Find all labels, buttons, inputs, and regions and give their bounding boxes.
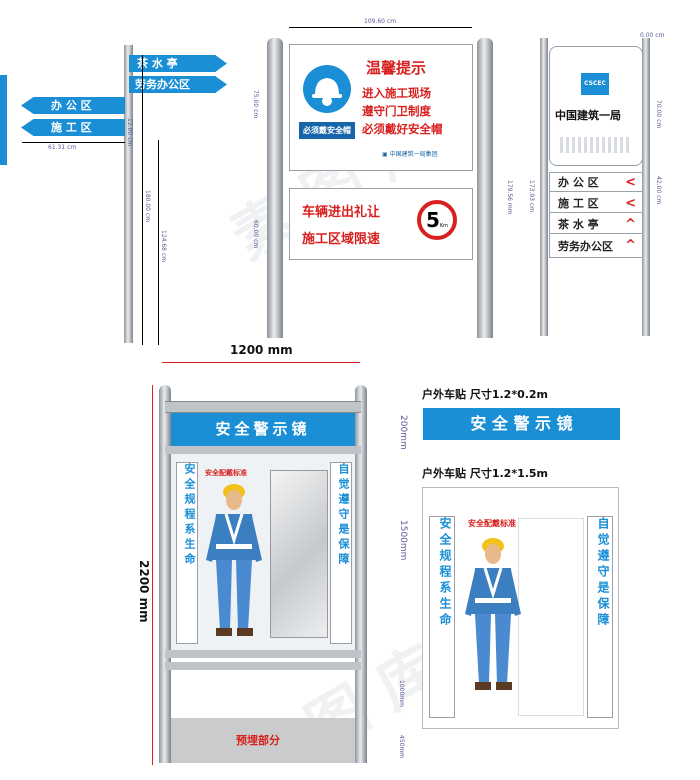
dim-header-label: 200mm: [398, 415, 408, 450]
arrow-sign-tea-pavilion: 茶 水 亭: [129, 55, 227, 72]
notice-panel: 必须戴安全帽 温馨提示 进入施工现场 遵守门卫制度 必须戴好安全帽 ▣ 中国建筑…: [289, 44, 473, 171]
width-dimension: [162, 362, 360, 363]
dim-top-label: 0.00 cm: [640, 32, 665, 39]
arrow-sign-office: 办 公 区: [21, 97, 125, 114]
dim-body-label: 1500mm: [398, 520, 408, 561]
chevron-up-icon: ^: [625, 238, 636, 253]
dim-base-label: 450mm: [398, 735, 405, 759]
height-label: 2200 mm: [137, 560, 151, 623]
company-logo-icon: CSCEC: [581, 73, 609, 95]
left-slogan: 安全规程系生命: [429, 516, 455, 718]
dim-small-label: 12.00 cm: [126, 118, 133, 147]
sign-row: 办 公 区<: [550, 173, 642, 192]
worker-figure-icon: [206, 484, 262, 636]
mid-rail: [165, 446, 361, 454]
notice-footer: ▣ 中国建筑一局集团: [382, 149, 438, 158]
figure-title: 安全配戴标准: [468, 519, 516, 528]
spec-1-banner: 安 全 警 示 镜: [423, 408, 620, 440]
left-slogan: 安全规程系生命: [176, 462, 198, 644]
chevron-left-icon: <: [625, 175, 636, 190]
dim-total-label: 173.93 cm: [528, 180, 535, 213]
chevron-up-icon: ^: [625, 217, 636, 232]
notice-line: 进入施工现场: [362, 86, 431, 100]
dim-line: [158, 140, 159, 345]
decorative-pattern: [560, 137, 632, 153]
dim-line: [289, 27, 472, 28]
dim-height-label: 180.00 cm: [144, 190, 151, 223]
notice-line: 必须戴好安全帽: [362, 122, 443, 136]
right-slogan: 自觉遵守是保障: [587, 516, 613, 718]
sign-row: 施 工 区<: [550, 194, 642, 213]
traffic-line: 施工区域限速: [302, 232, 381, 247]
company-name: 中国建筑一局: [555, 109, 621, 122]
spec-2-label: 户外车贴 尺寸1.2*1.5m: [422, 467, 549, 480]
spec-2-panel: 安全规程系生命 自觉遵守是保障 安全配戴标准: [422, 487, 619, 729]
worker-figure-icon: [465, 538, 521, 690]
width-label: 1200 mm: [230, 343, 293, 357]
dim-left-label: 60.00 cm: [252, 220, 259, 249]
sign-row: 茶 水 亭^: [550, 215, 642, 234]
blank-area: [518, 518, 584, 716]
dim-height-label: 124.68 cm: [160, 230, 167, 263]
base-label: 预埋部分: [236, 734, 280, 747]
small-logo-icon: ▣: [382, 151, 390, 158]
sign-row: 劳务办公区^: [550, 236, 642, 255]
traffic-line: 车辆进出礼让: [302, 205, 381, 220]
embedded-base: [170, 718, 356, 763]
speed-unit: Km: [439, 223, 449, 229]
dim-mid-label: 70.00 cm: [655, 100, 662, 129]
helmet-sign: 必须戴安全帽: [299, 65, 355, 145]
dim-width-label: 61.31 cm: [48, 144, 77, 151]
left-pole: [540, 38, 548, 336]
dim-bot-label: 42.00 cm: [655, 176, 662, 205]
figure-title: 安全配戴标准: [205, 469, 247, 477]
dim-line: [142, 55, 143, 345]
sign-pole: [124, 45, 133, 343]
company-direction-rows: 办 公 区< 施 工 区< 茶 水 亭^ 劳务办公区^: [549, 172, 643, 258]
left-pole: [267, 38, 283, 338]
traffic-panel: 车辆进出礼让 施工区域限速 5Km: [289, 188, 473, 260]
mirror-header: 安全警示镜: [171, 413, 355, 446]
top-rail: [165, 401, 361, 413]
company-panel: CSCEC 中国建筑一局: [549, 46, 643, 166]
edge-accent-bar: [0, 75, 7, 165]
dim-low-label: 1000mm: [398, 680, 405, 707]
right-pole: [642, 38, 650, 336]
helmet-caption: 必须戴安全帽: [299, 122, 355, 139]
dim-width-label: 109.60 cm: [364, 18, 397, 25]
spec-1-label: 户外车贴 尺寸1.2*0.2m: [422, 388, 549, 401]
arrow-sign-construction: 施 工 区: [21, 119, 125, 136]
lower-rail: [165, 662, 361, 670]
speed-limit-icon: 5Km: [417, 200, 457, 240]
lower-rail: [165, 650, 361, 658]
left-post: [159, 385, 171, 763]
chevron-left-icon: <: [625, 196, 636, 211]
right-slogan: 自觉遵守是保障: [330, 462, 352, 644]
dim-line: [22, 142, 125, 143]
dim-right-label: 179.56 mm: [506, 180, 513, 215]
footer-text: 中国建筑一局集团: [389, 151, 438, 158]
right-post: [355, 385, 367, 763]
right-pole: [477, 38, 493, 338]
dim-left-label: 75.00 cm: [252, 90, 259, 119]
height-dimension: [152, 385, 153, 765]
notice-title: 温馨提示: [366, 59, 427, 77]
arrow-sign-labor-office: 劳务办公区: [129, 76, 227, 93]
helmet-icon: [303, 65, 351, 113]
notice-line: 遵守门卫制度: [362, 104, 431, 118]
mirror-panel: [270, 470, 328, 638]
speed-value: 5: [425, 208, 440, 232]
